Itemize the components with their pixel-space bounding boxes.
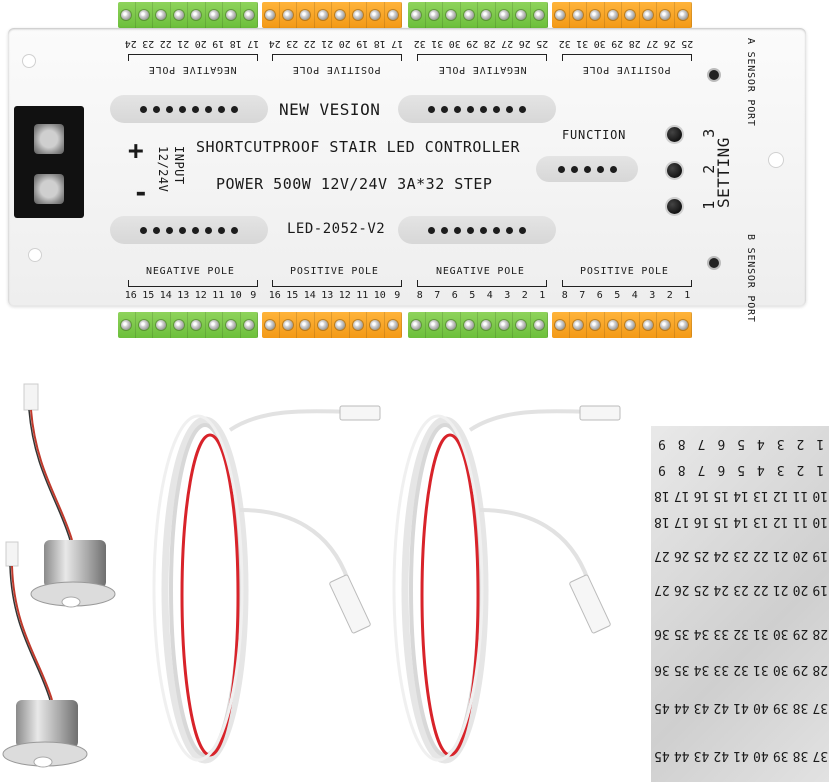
top-bracket-4 <box>562 54 692 61</box>
top-pole-label-2: POSITIVE POLE <box>292 64 381 75</box>
top-bracket-2 <box>272 54 402 61</box>
bottom-pole-label-4: POSITIVE POLE <box>580 266 669 277</box>
sensor-port-b[interactable] <box>709 258 719 268</box>
controller-spec: POWER 500W 12V/24V 3A*32 STEP <box>216 175 493 193</box>
number-sticker-sheet <box>651 426 829 782</box>
accessories-illustration <box>2 383 621 768</box>
extension-cable-2 <box>392 405 621 764</box>
top-terminal-block-3 <box>408 2 548 28</box>
bottom-terminal-block-3 <box>408 312 548 338</box>
mount-hole-top-left <box>22 54 36 68</box>
controller-board <box>8 28 806 306</box>
top-pole-label-4: POSITIVE POLE <box>582 64 671 75</box>
top-pole-label-3: NEGATIVE POLE <box>438 64 527 75</box>
power-screw-negative[interactable] <box>34 174 64 204</box>
led-indicator-row-2-right <box>398 216 556 244</box>
bottom-terminal-block-1 <box>118 312 258 338</box>
plus-symbol: + <box>128 136 145 166</box>
bottom-bracket-2 <box>272 280 402 287</box>
bottom-bracket-1 <box>128 280 258 287</box>
new-version-label: NEW VESION <box>279 100 381 119</box>
bottom-bracket-4 <box>562 280 692 287</box>
top-bracket-1 <box>128 54 258 61</box>
extension-cable-1 <box>152 405 381 764</box>
bottom-pole-label-1: NEGATIVE POLE <box>146 266 235 277</box>
setting-button-2[interactable] <box>667 163 682 178</box>
minus-symbol: - <box>133 178 150 208</box>
top-pole-label-1: NEGATIVE POLE <box>148 64 237 75</box>
model-label: LED-2052-V2 <box>287 221 386 237</box>
setting-button-3[interactable] <box>667 127 682 142</box>
pir-sensor-2 <box>2 541 88 768</box>
led-indicator-row-1-right <box>398 95 556 123</box>
bottom-terminal-block-4 <box>552 312 692 338</box>
input-label: INPUT <box>172 146 186 185</box>
function-label: FUNCTION <box>562 128 627 142</box>
top-terminal-block-1 <box>118 2 258 28</box>
bottom-bracket-3 <box>417 280 547 287</box>
sensor-a-label: A SENSOR PORT <box>745 38 756 127</box>
setting-button-1[interactable] <box>667 199 682 214</box>
top-terminal-block-4 <box>552 2 692 28</box>
bottom-pole-label-2: POSITIVE POLE <box>290 266 379 277</box>
mount-hole-bottom-left <box>28 248 42 262</box>
led-indicator-row-2-left <box>110 216 268 244</box>
sensor-port-a[interactable] <box>709 70 719 80</box>
top-terminal-block-2 <box>262 2 402 28</box>
controller-title: SHORTCUTPROOF STAIR LED CONTROLLER <box>196 138 521 156</box>
bottom-pole-label-3: NEGATIVE POLE <box>436 266 525 277</box>
setting-label: SETTING <box>714 137 733 208</box>
top-bracket-3 <box>417 54 547 61</box>
function-indicator <box>536 156 638 182</box>
mount-hole-right <box>768 152 784 168</box>
sensor-b-label: B SENSOR PORT <box>745 234 756 323</box>
input-voltage-label: 12/24V <box>156 146 170 193</box>
pir-sensor-1 <box>23 383 116 608</box>
bottom-terminal-block-2 <box>262 312 402 338</box>
power-screw-positive[interactable] <box>34 124 64 154</box>
led-indicator-row-1-left <box>110 95 268 123</box>
